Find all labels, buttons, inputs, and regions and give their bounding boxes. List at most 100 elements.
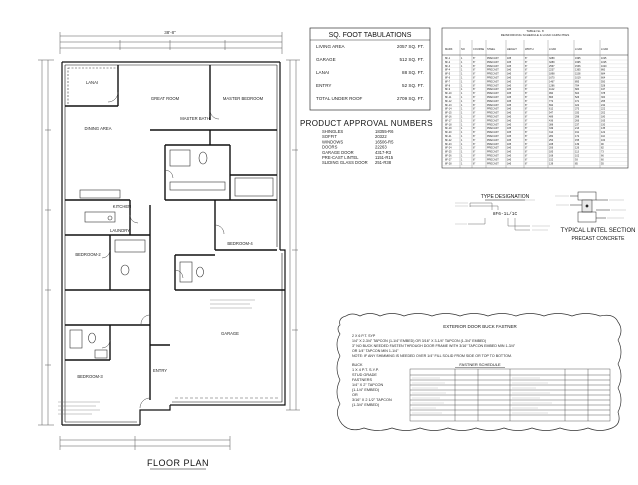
lintel-table-cell: 8" bbox=[525, 96, 527, 99]
lintel-table-cell: 528 bbox=[601, 84, 606, 87]
lintel-table-cell: 1 bbox=[461, 139, 463, 142]
sq-foot-value: 2709 SQ. FT. bbox=[397, 96, 424, 101]
lintel-table-cell: PRECAST bbox=[487, 151, 499, 154]
lintel-table-cell: 8F-28 bbox=[445, 162, 452, 165]
lanai-outline bbox=[67, 67, 119, 107]
lintel-table-cell: 8" bbox=[525, 158, 527, 161]
lintel-table-cell: 73 bbox=[601, 151, 604, 154]
top-dimension-lines bbox=[59, 32, 283, 54]
lintel-table-cell: 1898 bbox=[549, 73, 555, 76]
lintel-table-cell: 8" bbox=[525, 139, 527, 142]
lintel-table-cell: 8" bbox=[473, 65, 475, 68]
type-designation-leaders bbox=[468, 202, 530, 231]
lintel-table-cell: 8" bbox=[525, 73, 527, 76]
lintel-table-cell: 8" bbox=[525, 151, 527, 154]
lintel-table-cell: 8" bbox=[525, 162, 527, 165]
lintel-table-cell: 378 bbox=[601, 92, 606, 95]
lintel-table-cell: 8" bbox=[473, 147, 475, 150]
lintel-table-cell: 526 bbox=[575, 96, 580, 99]
room-label-entry: ENTRY bbox=[153, 368, 167, 373]
room-label-lanai: LANAI bbox=[86, 80, 98, 85]
product-approval-label: DOORS bbox=[322, 145, 338, 150]
interior-walls bbox=[65, 65, 285, 400]
lintel-table-cell: 422 bbox=[575, 104, 580, 107]
product-approval-label: SOFFIT bbox=[322, 134, 337, 139]
lintel-table-cell: 8F-27 bbox=[445, 158, 452, 161]
sq-foot-label: LIVING AREA bbox=[316, 44, 346, 49]
lintel-table-cell: 1#5 bbox=[507, 155, 512, 158]
product-approval-label: PRE-CAST LINTEL bbox=[322, 155, 359, 160]
lintel-table-cell: 8" bbox=[473, 57, 475, 60]
product-approval-label: SHINGLES bbox=[322, 129, 343, 134]
lintel-table-cell: 8" bbox=[473, 131, 475, 134]
lintel-table-cell: 8" bbox=[473, 158, 475, 161]
sq-foot-label: GARAGE bbox=[316, 57, 336, 62]
lintel-table-cell: 1 bbox=[461, 155, 463, 158]
lintel-table-cell: 8F-14 bbox=[445, 108, 452, 111]
lintel-table-cell: 547 bbox=[549, 112, 554, 115]
type-designation-code: 8F6-1L/1C bbox=[493, 211, 518, 217]
lintel-table-cell: 8F-15 bbox=[445, 112, 452, 115]
lintel-section: TYPICAL LINTEL SECTION PRECAST CONCRETE bbox=[555, 191, 635, 242]
lintel-table-cell: 1#5 bbox=[507, 73, 512, 76]
right-dimension-lines bbox=[286, 59, 300, 411]
lintel-table-cell: 1670 bbox=[549, 77, 555, 80]
lintel-table-cell: 213 bbox=[575, 127, 580, 130]
lintel-table-cell: PRECAST bbox=[487, 143, 499, 146]
lintel-table-cell: 242 bbox=[601, 104, 606, 107]
lintel-table-cell: 8F-6 bbox=[445, 77, 451, 80]
lintel-table-cell: 8" bbox=[525, 92, 527, 95]
lintel-table-cell: 1#5 bbox=[507, 158, 512, 161]
lintel-table-cell: PRECAST bbox=[487, 155, 499, 158]
sq-foot-label: LANAI bbox=[316, 70, 329, 75]
lintel-table-cell: 1 bbox=[461, 96, 463, 99]
lintel-table-cell: 8F-21 bbox=[445, 135, 452, 138]
floor-plan-title: FLOOR PLAN bbox=[147, 458, 209, 468]
plan-notes bbox=[58, 299, 255, 415]
lintel-table-cell: 1#5 bbox=[507, 100, 512, 103]
bath3-shower bbox=[94, 349, 108, 359]
lintel-table-cell: 82 bbox=[601, 147, 604, 150]
lintel-table-cell: PRECAST bbox=[487, 147, 499, 150]
room-label-master-bedroom: MASTER BEDROOM bbox=[223, 96, 264, 101]
room-label-dining: DINING AREA bbox=[85, 126, 112, 131]
lintel-table-cell: PRECAST bbox=[487, 123, 499, 126]
lintel-table-cell: PRECAST bbox=[487, 57, 499, 60]
lintel-table-cell: 1#5 bbox=[507, 131, 512, 134]
fastener-schedule-text-lines bbox=[412, 377, 552, 414]
lintel-table-cell: 1 bbox=[461, 65, 463, 68]
lintel-table-cell: 1#5 bbox=[507, 135, 512, 138]
lintel-table-cell: 8" bbox=[473, 84, 475, 87]
lintel-table-cell: PRECAST bbox=[487, 65, 499, 68]
lintel-table-cell: 1#5 bbox=[507, 77, 512, 80]
lintel-table-cell: 1 bbox=[461, 84, 463, 87]
lintel-table-cell: 8F-3 bbox=[445, 65, 451, 68]
lintel-table-cell: PRECAST bbox=[487, 73, 499, 76]
lintel-table-cell: 8" bbox=[525, 88, 527, 91]
lintel-table-cell: 1 bbox=[461, 104, 463, 107]
lintel-table-cell: 135 bbox=[601, 127, 606, 130]
door-buck-title: EXTERIOR DOOR BUCK FASTNER bbox=[443, 324, 517, 329]
lintel-table-cell: 126 bbox=[575, 147, 580, 150]
lintel-table-cell: 1#5 bbox=[507, 92, 512, 95]
lintel-table-title: TABLE No. 8 bbox=[526, 29, 544, 33]
lintel-table-cell: 202 bbox=[601, 112, 606, 115]
lintel-table-cell: 349 bbox=[549, 127, 554, 130]
lintel-table-header: WIDTH bbox=[525, 47, 534, 51]
lintel-table-cell: 85 bbox=[575, 162, 578, 165]
lintel-table-cell: 612 bbox=[549, 108, 554, 111]
lintel-table-cell: 692 bbox=[549, 104, 554, 107]
lintel-table-cell: 1#5 bbox=[507, 65, 512, 68]
lintel-table-cell: 1 bbox=[461, 80, 463, 83]
lintel-table-cell: PRECAST bbox=[487, 84, 499, 87]
lintel-table-cell: 8" bbox=[525, 84, 527, 87]
lintel-table-subtitle: REINFORCING SCHEDULE & LOAD CAPACITIES bbox=[501, 33, 569, 37]
product-approval-value: 20322 bbox=[375, 134, 387, 139]
product-approval-value: 251-R38 bbox=[375, 160, 392, 165]
lintel-table-cell: PRECAST bbox=[487, 162, 499, 165]
